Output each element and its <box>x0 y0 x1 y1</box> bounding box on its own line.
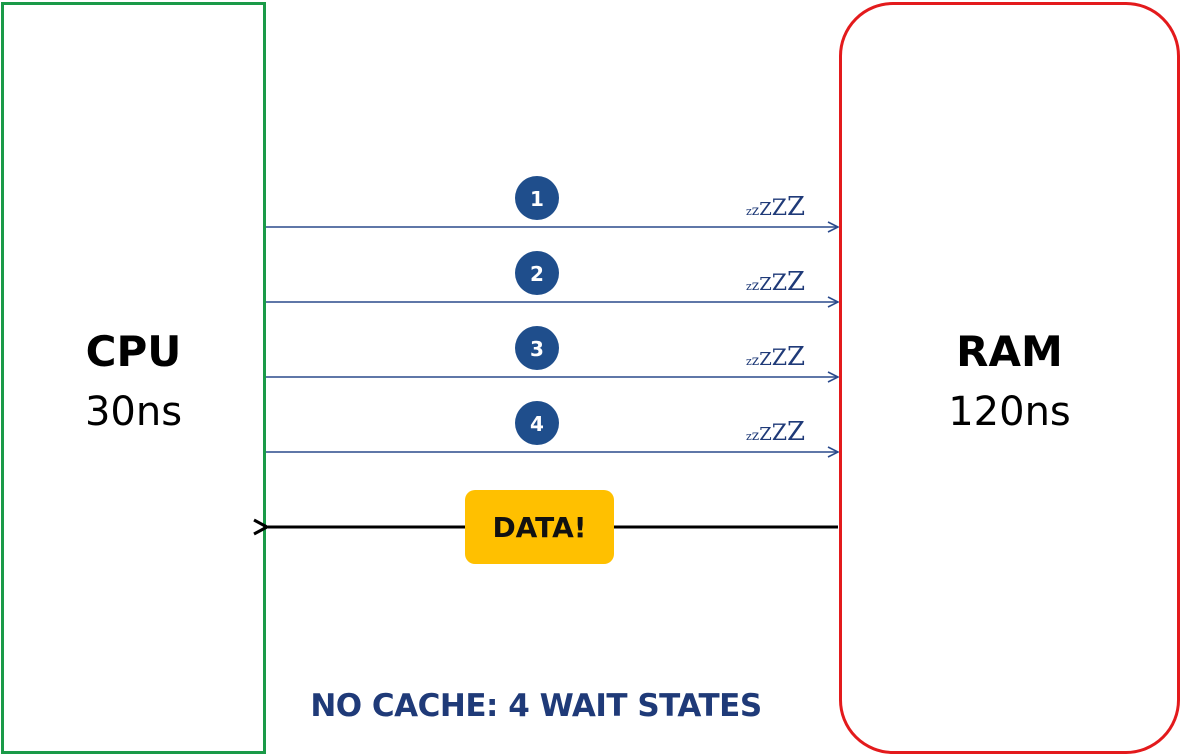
data-response-badge: DATA! <box>465 490 614 564</box>
data-label: DATA! <box>492 510 587 544</box>
step-badge-2 <box>515 251 559 295</box>
step-number-2: 2 <box>530 262 544 286</box>
cpu-name: CPU <box>85 327 182 376</box>
ram-box: RAM 120ns <box>839 2 1180 754</box>
sleep-text-3: zzZZZ <box>746 342 805 372</box>
step-badge-3 <box>515 326 559 370</box>
sleep-text-4: zzZZZ <box>746 417 805 447</box>
sleep-text-1: zzZZZ <box>746 192 805 222</box>
cpu-time: 30ns <box>84 389 183 435</box>
step-number-4: 4 <box>530 412 544 436</box>
step-badge-1 <box>515 176 559 220</box>
step-badge-4 <box>515 401 559 445</box>
sleep-text-2: zzZZZ <box>746 267 805 297</box>
ram-time: 120ns <box>948 389 1071 435</box>
step-number-1: 1 <box>530 187 544 211</box>
request-group: 1 zzZZZ 2 zzZZZ 3 zzZZZ 4 zzZZZ <box>266 176 838 452</box>
step-number-3: 3 <box>530 337 544 361</box>
cpu-box: CPU 30ns <box>1 2 266 754</box>
ram-name: RAM <box>956 327 1063 376</box>
diagram-caption: NO CACHE: 4 WAIT STATES <box>310 688 762 724</box>
